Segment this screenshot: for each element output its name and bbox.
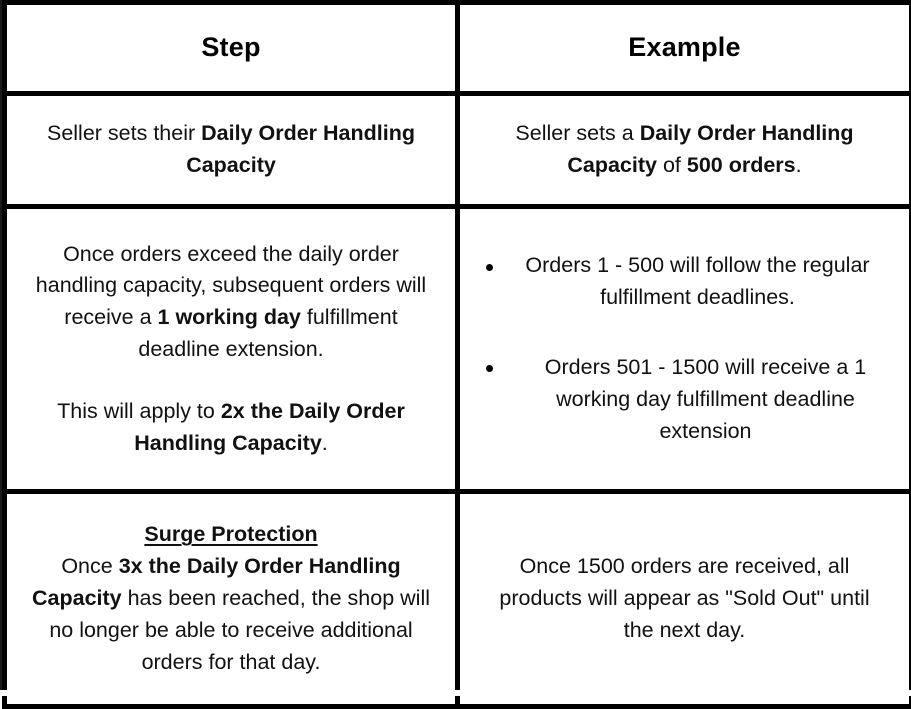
step-2-paragraph-2: This will apply to 2x the Daily Order Ha…: [33, 396, 429, 460]
cell-example-3: Once 1500 orders are received, all produ…: [458, 492, 911, 707]
step-1-segment-bold: Daily Order Handling Capacity: [186, 121, 415, 177]
cell-example-1: Seller sets a Daily Order Handling Capac…: [458, 94, 911, 207]
bullet-dot-icon: [486, 264, 493, 271]
cell-step-1: Seller sets their Daily Order Handling C…: [5, 94, 458, 207]
example-1-segment-bold-b: 500 orders: [687, 153, 796, 177]
step-2-p2-plain-a: This will apply to: [57, 399, 221, 423]
step-2-paragraph-1: Once orders exceed the daily order handl…: [33, 239, 429, 366]
cell-example-2: Orders 1 - 500 will follow the regular f…: [458, 207, 911, 492]
step-3-text: Surge Protection Once 3x the Daily Order…: [7, 507, 455, 690]
list-item: Orders 501 - 1500 will receive a 1 worki…: [478, 352, 889, 447]
list-item: Orders 1 - 500 will follow the regular f…: [478, 250, 889, 314]
example-2-bullet-list: Orders 1 - 500 will follow the regular f…: [478, 250, 889, 447]
table-header-row: Step Example: [5, 3, 911, 94]
column-header-example: Example: [458, 3, 911, 94]
table-body: Seller sets their Daily Order Handling C…: [5, 94, 911, 707]
step-3-plain-a: Once: [61, 554, 118, 578]
example-1-text: Seller sets a Daily Order Handling Capac…: [460, 96, 909, 204]
step-1-segment-plain: Seller sets their: [47, 121, 201, 145]
table-header: Step Example: [5, 3, 911, 94]
table-frame: Step Example Seller sets their Daily Ord…: [0, 0, 911, 690]
example-2-bullet-1-text: Orders 1 - 500 will follow the regular f…: [478, 250, 889, 314]
example-3-text: Once 1500 orders are received, all produ…: [460, 539, 909, 658]
step-2-text: Once orders exceed the daily order handl…: [7, 229, 455, 470]
surge-protection-heading: Surge Protection: [144, 522, 317, 546]
column-header-step: Step: [5, 3, 458, 94]
example-2-text: Orders 1 - 500 will follow the regular f…: [460, 240, 909, 457]
page-bottom-margin: [0, 690, 911, 696]
cell-step-2: Once orders exceed the daily order handl…: [5, 207, 458, 492]
table-row: Seller sets their Daily Order Handling C…: [5, 94, 911, 207]
step-2-p1-bold: 1 working day: [158, 305, 301, 329]
table-row: Surge Protection Once 3x the Daily Order…: [5, 492, 911, 707]
step-1-text: Seller sets their Daily Order Handling C…: [7, 96, 455, 204]
step-2-p2-plain-b: .: [322, 431, 328, 455]
table-row: Once orders exceed the daily order handl…: [5, 207, 911, 492]
cell-step-3: Surge Protection Once 3x the Daily Order…: [5, 492, 458, 707]
example-2-bullet-2-text: Orders 501 - 1500 will receive a 1 worki…: [478, 352, 889, 447]
example-1-segment-plain-b: of: [657, 153, 687, 177]
example-1-segment-plain-a: Seller sets a: [515, 121, 639, 145]
example-1-segment-period: .: [796, 153, 802, 177]
